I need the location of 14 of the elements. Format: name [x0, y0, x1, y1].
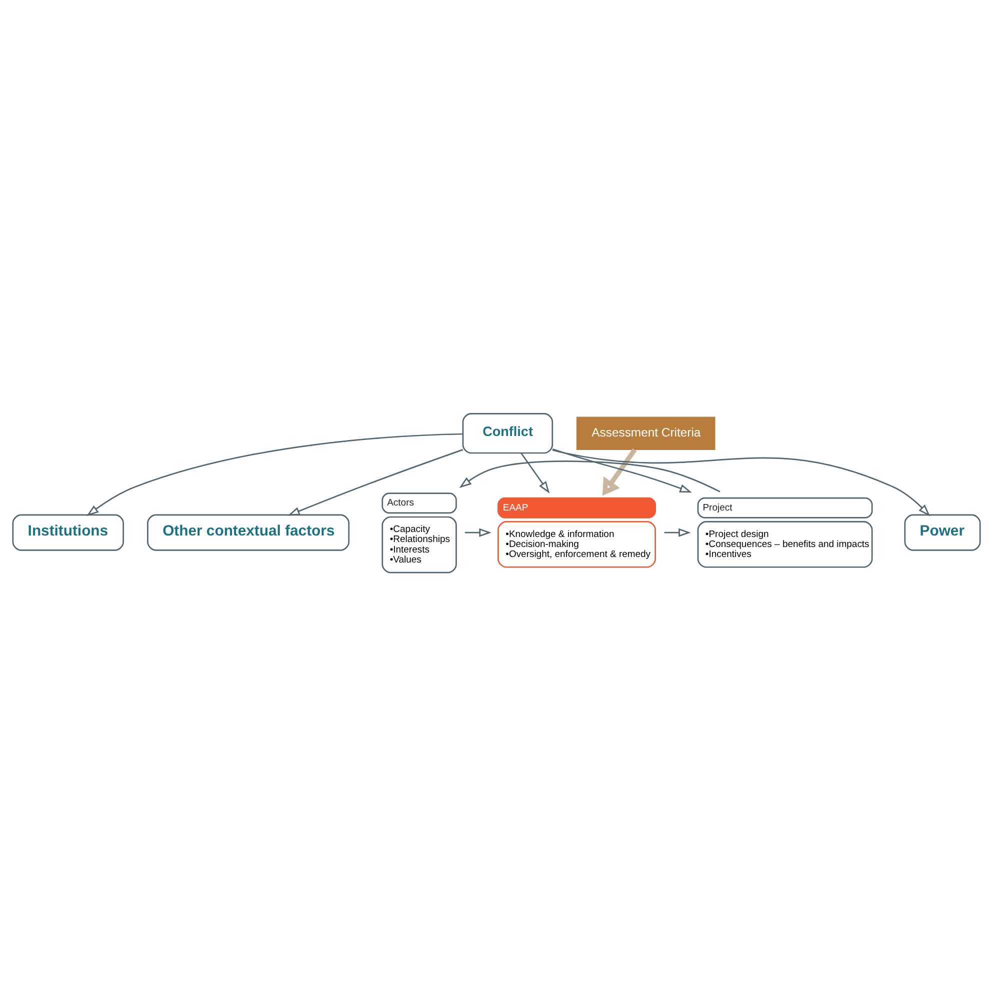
arrow: [602, 448, 636, 496]
node-box: Assessment Criteria: [576, 416, 715, 450]
node-box: Conflict: [462, 413, 553, 454]
arrow: [520, 452, 550, 494]
arrow: [664, 528, 690, 537]
arrow: [86, 433, 462, 516]
node-box: Power: [904, 514, 980, 551]
arrow: [464, 528, 491, 537]
arrow: [287, 449, 463, 516]
node-box: Other contextual factors: [146, 514, 350, 551]
node-box: Institutions: [12, 514, 124, 551]
arrow: [458, 460, 720, 492]
arrow: [552, 449, 930, 516]
arrow: [552, 448, 692, 493]
